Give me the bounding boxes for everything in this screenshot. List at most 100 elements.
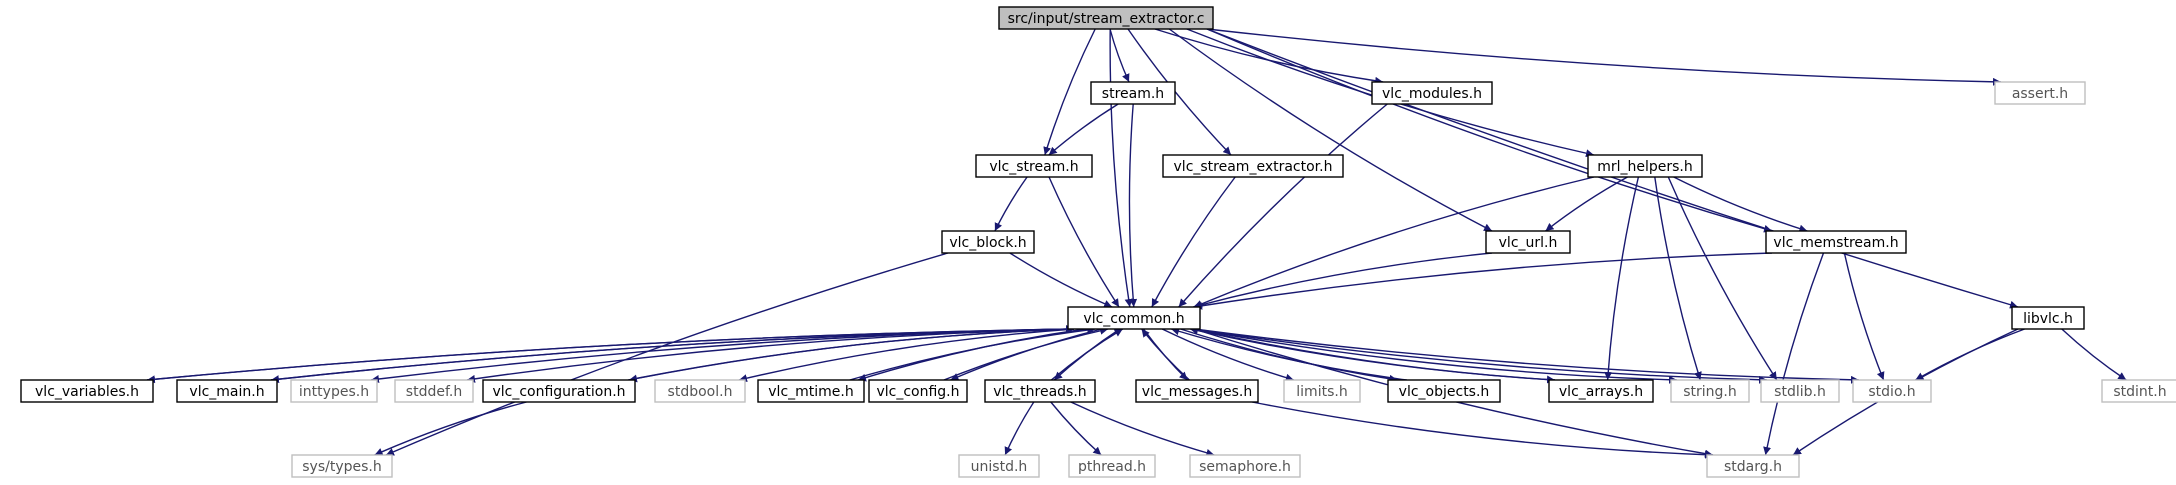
node-string-h[interactable]: string.h xyxy=(1670,379,1750,403)
node-vlc-arrays-h[interactable]: vlc_arrays.h xyxy=(1548,379,1654,403)
edge-vlc-configuration-to-vlc-common xyxy=(627,325,1075,381)
edge-vlc-common-to-stdbool xyxy=(738,328,1075,383)
node-label: vlc_url.h xyxy=(1499,235,1558,251)
node-label: vlc_memstream.h xyxy=(1773,235,1898,251)
node-sys-types-h[interactable]: sys/types.h xyxy=(291,454,393,478)
node-box xyxy=(2101,379,2176,403)
node-stdio-h[interactable]: stdio.h xyxy=(1852,379,1932,403)
node-box xyxy=(998,6,1214,30)
node-label: src/input/stream_extractor.c xyxy=(1008,11,1205,27)
edge-line xyxy=(1009,252,1113,308)
node-vlc-mtime-h[interactable]: vlc_mtime.h xyxy=(757,379,865,403)
edge-line xyxy=(1193,328,1678,384)
edge-mrl-helpers-to-vlc-url xyxy=(1545,176,1628,232)
node-box xyxy=(1765,230,1907,254)
node-mrl-helpers-h[interactable]: mrl_helpers.h xyxy=(1587,154,1703,178)
edge-root-to-vlc-url xyxy=(1168,28,1493,232)
node-label: vlc_stream_extractor.h xyxy=(1174,159,1333,175)
node-box xyxy=(1670,379,1750,403)
edge-vlc-memstream-to-vlc-common xyxy=(1193,252,1773,310)
node-vlc-configuration-h[interactable]: vlc_configuration.h xyxy=(482,379,636,403)
edge-line xyxy=(1193,252,1773,310)
edge-line xyxy=(1043,28,1096,156)
node-layer: src/input/stream_extractor.c stream.h vlc_… xyxy=(20,6,2176,478)
edge-line xyxy=(1843,252,1885,381)
node-limits-h[interactable]: limits.h xyxy=(1283,379,1361,403)
edge-vlc-messages-to-vlc-common xyxy=(1141,328,1190,381)
edge-stream-h-to-vlc-stream xyxy=(1048,103,1119,156)
node-label: stdio.h xyxy=(1868,384,1915,400)
edge-line xyxy=(1048,103,1119,156)
node-vlc-block-h[interactable]: vlc_block.h xyxy=(941,230,1035,254)
node-box xyxy=(1162,154,1344,178)
edge-mrl-helpers-to-vlc-memstream xyxy=(1673,176,1808,233)
node-inttypes-h[interactable]: inttypes.h xyxy=(290,379,378,403)
node-stdint-h[interactable]: stdint.h xyxy=(2101,379,2176,403)
node-vlc-common-h[interactable]: vlc_common.h xyxy=(1067,306,1201,330)
node-vlc-memstream-h[interactable]: vlc_memstream.h xyxy=(1765,230,1907,254)
edge-line xyxy=(270,325,1075,381)
node-box xyxy=(2011,306,2085,330)
node-box xyxy=(1548,379,1654,403)
node-semaphore-h[interactable]: semaphore.h xyxy=(1189,454,1301,478)
node-vlc-messages-h[interactable]: vlc_messages.h xyxy=(1135,379,1259,403)
node-src-input-stream-extractor-c[interactable]: src/input/stream_extractor.c xyxy=(998,6,1214,30)
edge-line xyxy=(943,326,1109,381)
node-vlc-objects-h[interactable]: vlc_objects.h xyxy=(1387,379,1501,403)
node-vlc-url-h[interactable]: vlc_url.h xyxy=(1485,230,1571,254)
edge-line xyxy=(1070,401,1215,457)
node-vlc-config-h[interactable]: vlc_config.h xyxy=(868,379,968,403)
node-box xyxy=(868,379,968,403)
node-stdarg-h[interactable]: stdarg.h xyxy=(1706,454,1800,478)
edge-line xyxy=(1109,28,1130,83)
node-vlc-threads-h[interactable]: vlc_threads.h xyxy=(984,379,1096,403)
node-vlc-main-h[interactable]: vlc_main.h xyxy=(176,379,278,403)
node-label: vlc_objects.h xyxy=(1399,384,1490,400)
node-stream-h[interactable]: stream.h xyxy=(1090,81,1176,105)
edge-vlc-stream-to-vlc-common xyxy=(1048,176,1120,308)
node-label: limits.h xyxy=(1296,384,1347,400)
node-label: stdlib.h xyxy=(1774,384,1826,400)
edge-line xyxy=(1192,252,1493,309)
node-label: vlc_main.h xyxy=(189,384,264,400)
edge-line xyxy=(1004,401,1035,456)
edge-mrl-helpers-to-stdlib xyxy=(1667,176,1778,381)
edge-vlc-mtime-to-vlc-common xyxy=(849,326,1096,381)
node-box xyxy=(1387,379,1501,403)
node-label: mrl_helpers.h xyxy=(1597,159,1693,175)
node-box xyxy=(1189,454,1301,478)
node-label: vlc_block.h xyxy=(949,235,1026,251)
node-assert-h[interactable]: assert.h xyxy=(1994,81,2086,105)
node-vlc-variables-h[interactable]: vlc_variables.h xyxy=(20,379,154,403)
edge-line xyxy=(1128,103,1138,308)
node-unistd-h[interactable]: unistd.h xyxy=(958,454,1040,478)
node-box xyxy=(290,379,378,403)
node-vlc-modules-h[interactable]: vlc_modules.h xyxy=(1371,81,1493,105)
edge-vlc-memstream-to-stdarg xyxy=(1763,252,1825,456)
node-vlc-stream-h[interactable]: vlc_stream.h xyxy=(975,154,1093,178)
edge-vlc-config-to-vlc-common xyxy=(943,326,1109,381)
node-vlc-stream-extractor-h[interactable]: vlc_stream_extractor.h xyxy=(1162,154,1344,178)
node-stdlib-h[interactable]: stdlib.h xyxy=(1760,379,1840,403)
node-box xyxy=(958,454,1040,478)
edge-root-to-vlc-stream xyxy=(1043,28,1096,156)
node-label: vlc_variables.h xyxy=(35,384,139,400)
node-libvlc-h[interactable]: libvlc.h xyxy=(2011,306,2085,330)
edge-vlc-modules-to-vlc-common xyxy=(1178,103,1388,308)
node-box xyxy=(1485,230,1571,254)
edge-line xyxy=(1189,326,1556,381)
edge-vlc-stream-to-vlc-block xyxy=(994,176,1028,232)
node-box xyxy=(1852,379,1932,403)
edge-mrl-helpers-to-vlc-common xyxy=(1193,176,1595,308)
node-label: stddef.h xyxy=(406,384,462,400)
edge-stream-h-to-vlc-common xyxy=(1128,103,1138,308)
edge-line xyxy=(1206,28,1773,233)
node-stdbool-h[interactable]: stdbool.h xyxy=(654,379,746,403)
edge-line xyxy=(1193,176,1595,308)
edge-libvlc-to-stdint xyxy=(2061,328,2127,381)
node-pthread-h[interactable]: pthread.h xyxy=(1068,454,1156,478)
node-box xyxy=(291,454,393,478)
node-box xyxy=(1706,454,1800,478)
node-label: libvlc.h xyxy=(2023,311,2073,327)
node-stddef-h[interactable]: stddef.h xyxy=(394,379,474,403)
